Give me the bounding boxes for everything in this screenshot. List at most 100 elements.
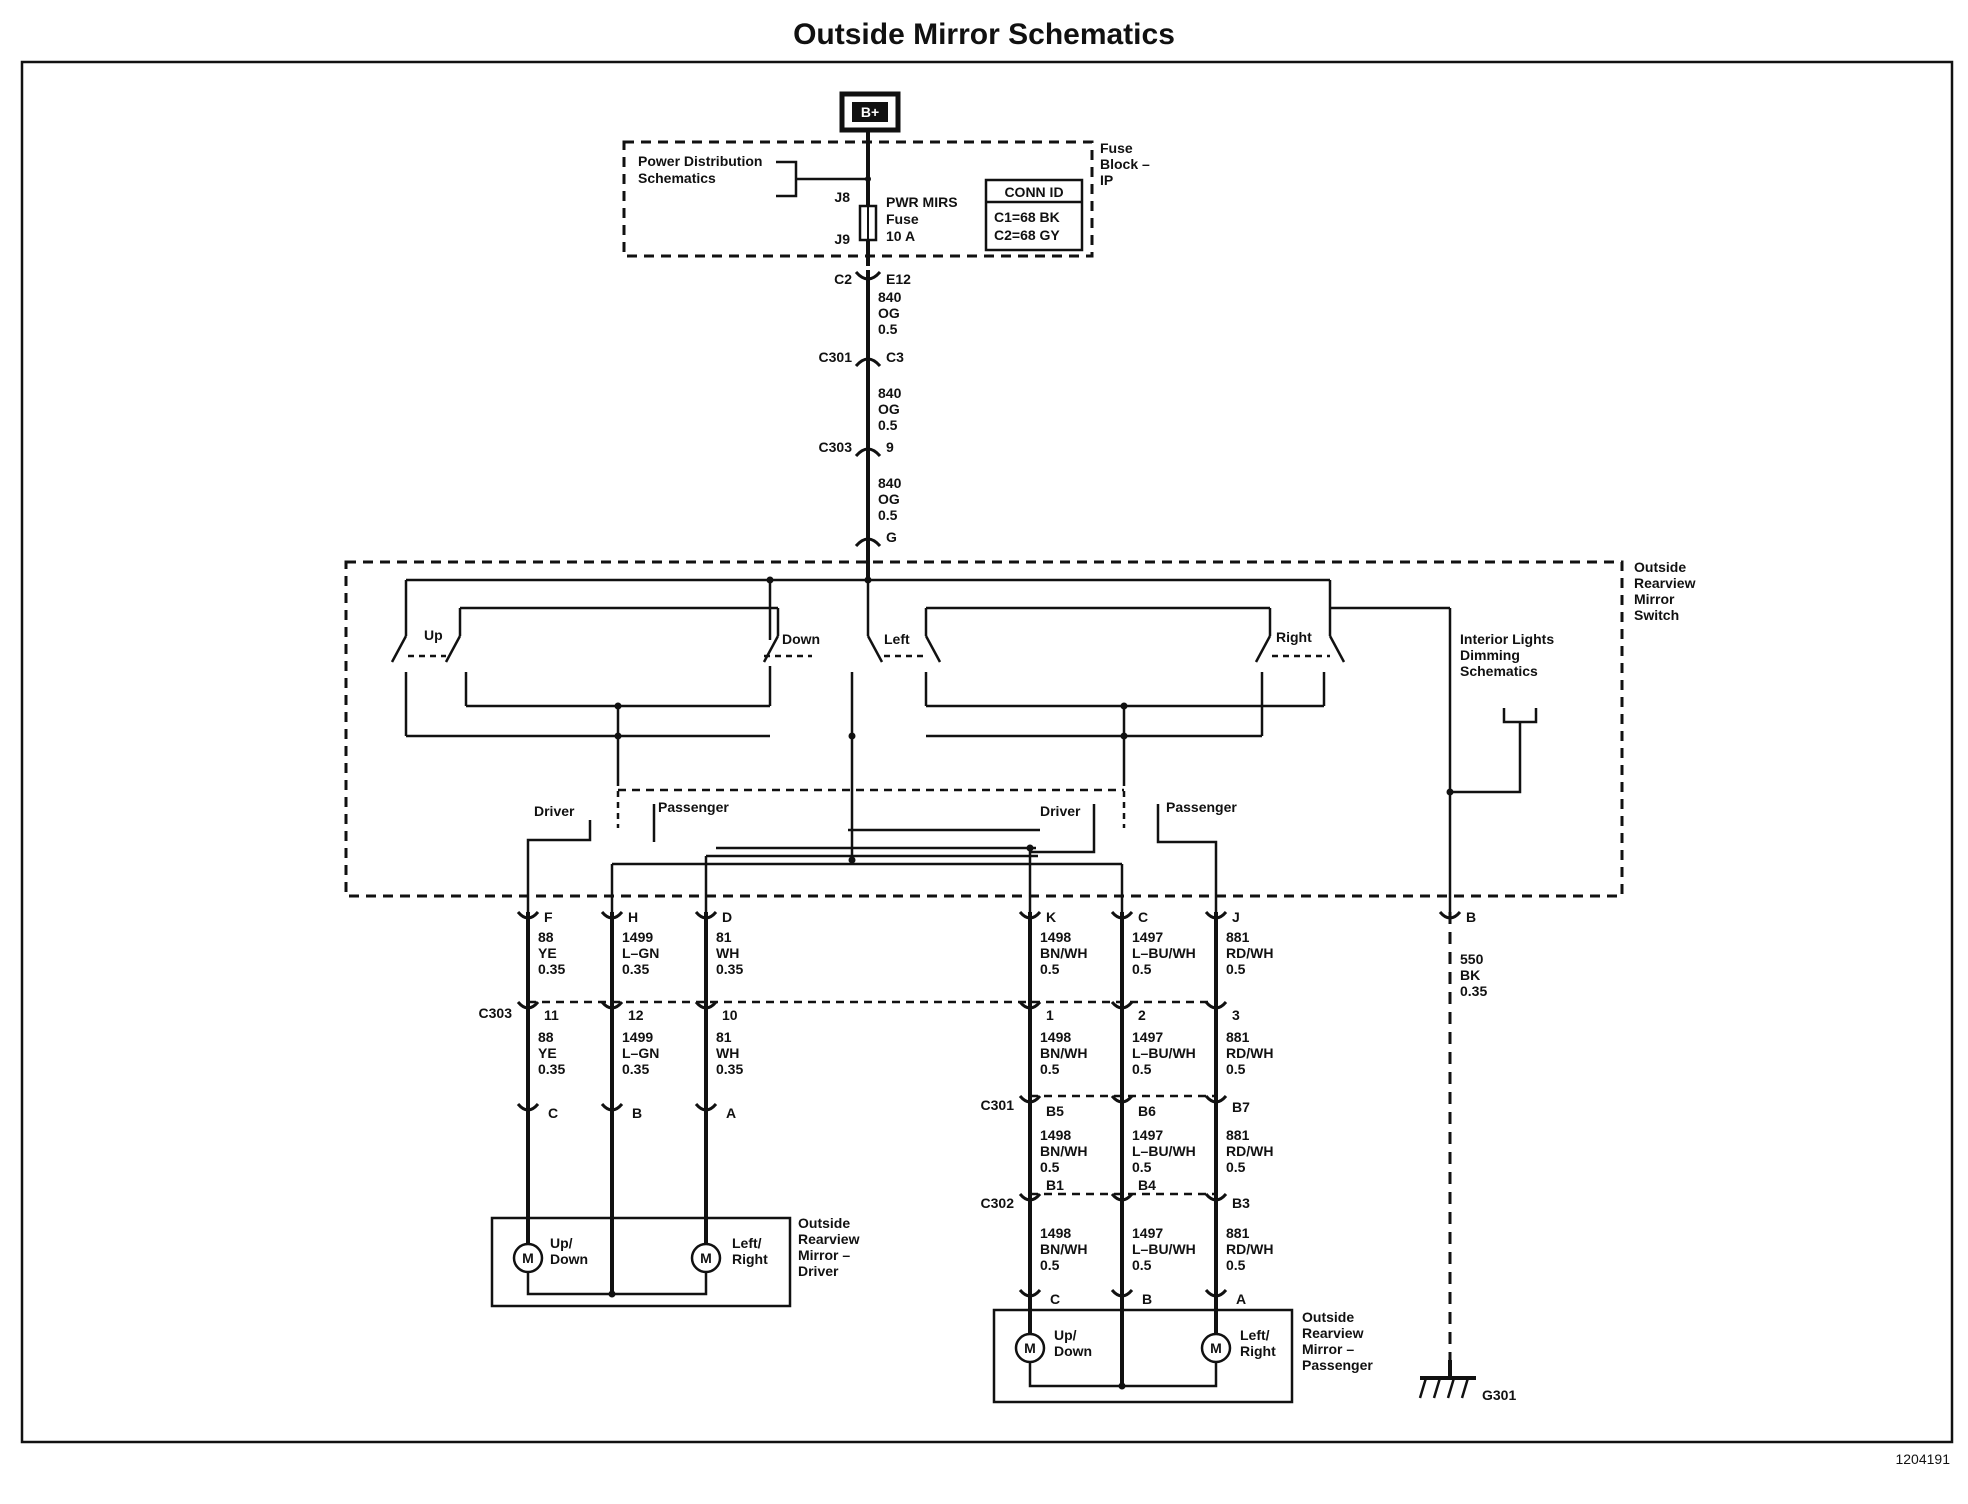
svg-text:Outside: Outside: [1302, 1309, 1354, 1325]
switch-output-wires: [526, 912, 1452, 1386]
selector-label-passenger: Passenger: [658, 799, 729, 815]
svg-text:1498: 1498: [1040, 1029, 1071, 1045]
wire-labels-c301: 1498 BN/WH 0.5 1497 L–BU/WH 0.5 881 RD/W…: [1040, 1127, 1273, 1175]
selector-label-driver: Driver: [534, 803, 575, 819]
pin-connector: [516, 910, 540, 920]
connector-c301: C301 B5 B6 B7: [981, 1094, 1250, 1119]
mirror-title-line: Outside: [798, 1215, 850, 1231]
wire-color: L–BU/WH: [1132, 1241, 1196, 1257]
svg-text:0.35: 0.35: [716, 1061, 743, 1077]
wire-gauge: 0.5: [1226, 1061, 1246, 1077]
svg-text:1497: 1497: [1132, 1225, 1163, 1241]
motor-symbol: M: [522, 1250, 534, 1266]
svg-text:OG: OG: [878, 491, 900, 507]
svg-text:Rearview: Rearview: [798, 1231, 860, 1247]
wire-gauge: 0.5: [1040, 1159, 1060, 1175]
svg-text:881: 881: [1226, 1029, 1250, 1045]
svg-text:L–BU/WH: L–BU/WH: [1132, 945, 1196, 961]
connector-switch-g: [854, 537, 882, 548]
feed-wire-label: 840 OG 0.5: [878, 475, 902, 523]
mirror-switch-outline: [344, 560, 1624, 898]
pin-connector: [1110, 910, 1134, 920]
wire-circuit: 881: [1226, 1225, 1250, 1241]
pin-connector: [694, 910, 718, 920]
motor-label: Down: [550, 1251, 588, 1267]
driver-mirror-connector: C B A: [516, 1102, 736, 1121]
switch-title-line: Rearview: [1634, 575, 1696, 591]
wire-color: RD/WH: [1226, 1241, 1273, 1257]
svg-text:0.35: 0.35: [1460, 983, 1487, 999]
svg-text:RD/WH: RD/WH: [1226, 1143, 1273, 1159]
svg-text:1498: 1498: [1040, 1225, 1071, 1241]
svg-text:BN/WH: BN/WH: [1040, 1045, 1087, 1061]
dimming-reference: Interior Lights Dimming Schematics: [1446, 608, 1554, 912]
svg-text:0.35: 0.35: [716, 961, 743, 977]
svg-text:0.35: 0.35: [622, 961, 649, 977]
motor-label: Left/: [732, 1235, 762, 1251]
svg-text:0.5: 0.5: [878, 417, 898, 433]
svg-text:RD/WH: RD/WH: [1226, 1241, 1273, 1257]
wire-gauge: 0.35: [538, 1061, 565, 1077]
fuse-label-line: Fuse: [886, 211, 919, 227]
switch-title-line: Mirror: [1634, 591, 1675, 607]
connector-name: C302: [981, 1195, 1015, 1211]
wire-gauge: 0.5: [878, 507, 898, 523]
mirror-switch-title: Outside Rearview Mirror Switch: [1634, 559, 1696, 623]
pin-label: 2: [1138, 1007, 1146, 1023]
fuse-block-title: Fuse Block – IP: [1100, 140, 1150, 188]
wire-circuit: 1497: [1132, 1225, 1163, 1241]
wire-color: WH: [716, 945, 739, 961]
pin-label: B: [1142, 1291, 1152, 1307]
svg-text:0.35: 0.35: [538, 961, 565, 977]
fuse-pin-top: J8: [834, 189, 850, 205]
svg-text:BN/WH: BN/WH: [1040, 1241, 1087, 1257]
svg-text:Rearview: Rearview: [1302, 1325, 1364, 1341]
svg-text:1497: 1497: [1132, 1127, 1163, 1143]
pin-label: B3: [1232, 1195, 1250, 1211]
svg-text:BN/WH: BN/WH: [1040, 1143, 1087, 1159]
connector-c2: [854, 270, 882, 281]
wire-circuit: 1498: [1040, 1029, 1071, 1045]
wire-gauge: 0.5: [1132, 1061, 1152, 1077]
mirror-title-line: Mirror –: [798, 1247, 850, 1263]
motor-up-down-icon: [512, 1242, 544, 1274]
svg-text:Mirror: Mirror: [1634, 591, 1675, 607]
pin-label: A: [726, 1105, 736, 1121]
svg-text:L–GN: L–GN: [622, 945, 659, 961]
wire-labels-c302: 1498 BN/WH 0.5 1497 L–BU/WH 0.5 881 RD/W…: [1040, 1225, 1273, 1273]
connector-c303-feed: [854, 447, 882, 458]
battery-terminal: B+: [839, 91, 901, 133]
wire-color: BN/WH: [1040, 945, 1087, 961]
connector-c301-feed: [854, 357, 882, 368]
fuse-block-outline: [622, 140, 1094, 258]
svg-text:0.5: 0.5: [1132, 1061, 1152, 1077]
pin-connector: [1018, 910, 1042, 920]
pds-line: Schematics: [638, 170, 716, 186]
fuse-block-title-line: IP: [1100, 172, 1113, 188]
ground-label: G301: [1482, 1387, 1516, 1403]
connector-pin: E12: [886, 271, 911, 287]
mirror-title-line: Mirror –: [1302, 1341, 1354, 1357]
wire-color: BN/WH: [1040, 1241, 1087, 1257]
svg-text:0.5: 0.5: [1132, 1257, 1152, 1273]
wire-circuit: 840: [878, 475, 902, 491]
svg-text:0.5: 0.5: [1040, 1061, 1060, 1077]
wire-color: L–GN: [622, 945, 659, 961]
wire-color: YE: [538, 945, 557, 961]
svg-text:0.5: 0.5: [1226, 961, 1246, 977]
switch-contact-down: Down: [762, 608, 820, 706]
fuse-label: PWR MIRS Fuse 10 A: [886, 194, 958, 244]
wire-color: BK: [1460, 967, 1480, 983]
passenger-mirror-assembly: M M Up/ Down Left/ Right: [992, 1308, 1294, 1404]
switch-common-lines: [610, 828, 1124, 912]
pin-label: 11: [544, 1007, 559, 1023]
wire-gauge: 0.5: [1132, 1257, 1152, 1273]
switch-title-line: Outside: [1634, 559, 1686, 575]
figure-id: 1204191: [1895, 1451, 1950, 1467]
pin-label: F: [544, 909, 553, 925]
svg-text:YE: YE: [538, 945, 557, 961]
pin-label: 12: [628, 1007, 644, 1023]
wire-color: RD/WH: [1226, 1143, 1273, 1159]
svg-text:88: 88: [538, 1029, 554, 1045]
pwr-mirs-fuse: [858, 204, 878, 242]
